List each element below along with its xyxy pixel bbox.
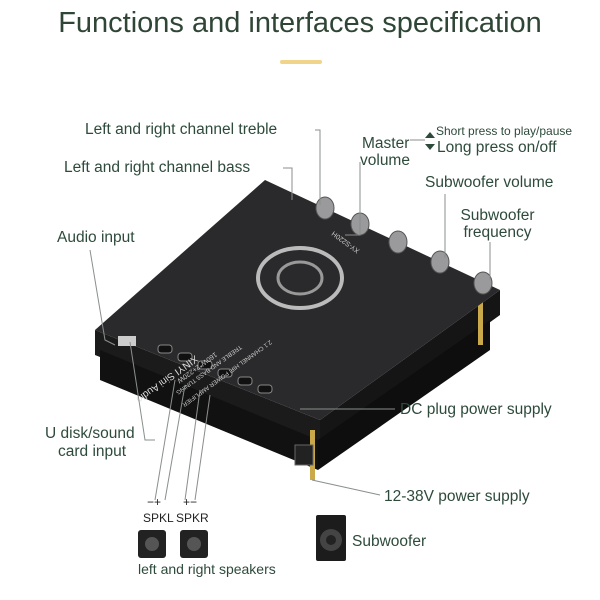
label-spkr: SPKR <box>176 511 209 525</box>
dc-jack <box>294 444 314 466</box>
label-udisk-2: card input <box>58 443 127 460</box>
label-spkl: SPKL <box>143 511 174 525</box>
board-top <box>95 180 500 420</box>
title-underline <box>280 60 322 64</box>
right-speaker-icon <box>180 530 208 558</box>
label-sub-freq-2: frequency <box>463 224 532 241</box>
label-power-supply: 12-38V power supply <box>384 488 530 505</box>
label-short-press: Short press to play/pause <box>436 124 573 138</box>
label-sub-freq-1: Subwoofer <box>460 207 535 224</box>
label-bass: Left and right channel bass <box>64 159 251 176</box>
label-dc-plug: DC plug power supply <box>400 401 552 418</box>
leader-lines <box>89 129 491 501</box>
label-sub-volume: Subwoofer volume <box>425 174 554 191</box>
knobs[interactable] <box>315 196 493 295</box>
spkr-polarity: +− <box>183 495 198 509</box>
spkl-polarity: −+ <box>147 495 162 509</box>
label-master-volume-1: Master <box>362 135 410 152</box>
down-arrow-icon <box>425 144 435 150</box>
board-front-edge <box>95 330 320 445</box>
lower-board <box>100 350 318 470</box>
label-master-volume-2: volume <box>360 152 410 169</box>
subwoofer-icon <box>316 515 346 561</box>
label-subwoofer: Subwoofer <box>352 533 427 550</box>
label-speakers: left and right speakers <box>138 561 276 577</box>
left-speaker-icon <box>138 530 166 558</box>
label-long-press: Long press on/off <box>437 139 557 156</box>
standoff <box>478 300 483 345</box>
label-udisk-1: U disk/sound <box>45 425 135 442</box>
label-audio-input: Audio input <box>57 229 135 246</box>
usb-port <box>118 336 136 346</box>
lower-board-side <box>318 320 490 470</box>
board-right-edge <box>320 290 500 445</box>
label-treble: Left and right channel treble <box>85 121 278 138</box>
up-arrow-icon <box>425 132 435 138</box>
logo <box>256 246 344 310</box>
page-title: Functions and interfaces specification <box>58 7 542 39</box>
speaker-terminals <box>157 344 273 394</box>
